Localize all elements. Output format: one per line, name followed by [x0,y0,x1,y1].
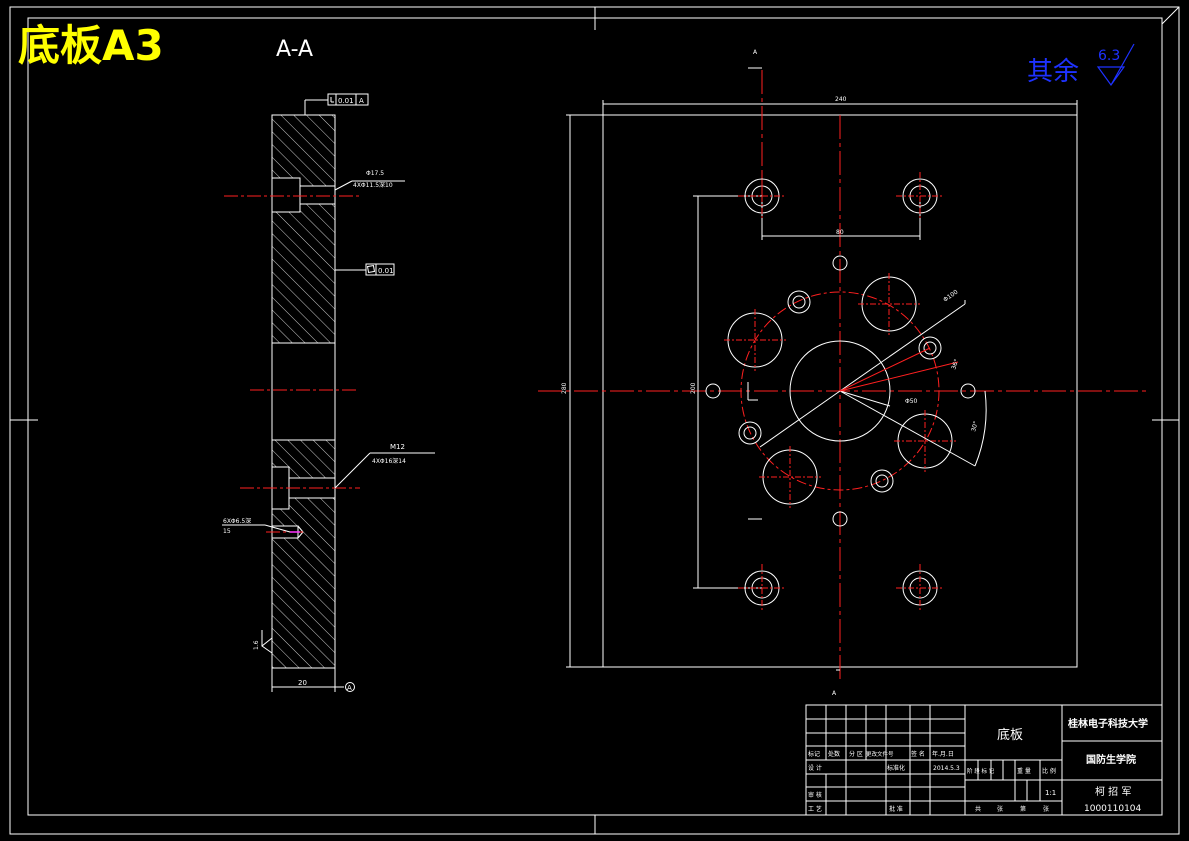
roughness-side-value: 1.6 [253,640,260,650]
top-hole-dia: Φ17.5 [366,170,384,177]
angle-36: 36° [950,358,960,370]
row-standard: 标准化 [887,764,905,772]
university-name: 桂林电子科技大学 [1067,717,1148,730]
section-upper-block [271,114,336,344]
section-label: A-A [276,37,313,62]
design-date: 2014.5.3 [933,765,960,772]
roughness-note-text: 其余 [1027,57,1079,87]
ratio-header: 比 例 [1042,767,1056,775]
cut-mark-top: A [753,49,758,56]
row-review: 审 核 [808,791,822,799]
drawing-frame [9,6,1180,835]
student-id: 1000110104 [1084,804,1142,814]
row-process: 工 艺 [808,805,822,813]
title-block [805,704,1163,816]
counterbore-top [271,177,301,213]
pcd-diameter: Φ100 [942,289,959,304]
through-hole-top [299,185,336,205]
plan-width-dim: 240 [835,96,847,103]
header-sign: 签 名 [911,750,925,758]
top-hole-spec: 4XΦ11.5深10 [353,181,393,189]
roughness-note: 其余 6.3 [1027,43,1135,87]
plan-height-dim: 280 [561,382,568,394]
cut-line [748,67,840,671]
pitch-circle [740,291,940,491]
author-name: 柯 招 军 [1095,785,1131,798]
title-block-headers: 标记 处数 分 区 更改文件号 签 名 年.月.日 设 计 标准化 审 核 工 … [808,750,1056,813]
section-view: 0.01 A 0.01 Φ17.5 4XΦ11.5深10 M12 4XΦ16深1… [222,93,435,692]
roughness-value: 6.3 [1098,48,1120,64]
flatness-tolerance-2: 0.01 [378,267,394,275]
side-hole-depth: 15 [223,528,231,535]
weight-header: 重 量 [1017,767,1031,775]
angle-30: 30° [970,420,980,432]
drawing-title: 底板A3 [18,21,164,70]
hole-spacing-y: 200 [690,382,697,394]
header-count: 处数 [828,750,840,758]
roughness-side-icon [261,630,273,654]
pin-holes [705,255,976,527]
sheet-unit-2: 张 [1043,805,1049,813]
center-hole [789,340,891,442]
header-date: 年.月.日 [932,750,954,758]
center-hole-diameter: Φ50 [905,398,918,405]
part-name: 底板 [997,727,1023,743]
flatness-tolerance: 0.01 [338,97,354,105]
header-change-doc: 更改文件号 [866,750,894,758]
stage-mark-header: 阶 段 标 记 [967,767,995,775]
side-hole-spec: 6XΦ6.5深 [223,517,251,525]
sheet-unit-1: 张 [997,805,1003,813]
flatness-datum: A [359,97,364,105]
sheet-no: 第 [1020,805,1026,813]
small-counterbored-holes [738,290,942,493]
scale-value: 1:1 [1045,789,1056,797]
roughness-symbol-icon [1096,43,1135,87]
plan-view: A A 240 280 200 80 [538,49,1148,697]
hole-spacing-x: 80 [836,229,844,236]
college-name: 国防生学院 [1086,753,1136,766]
header-mark: 标记 [808,750,820,758]
section-width-dim: 20 [298,679,307,687]
cut-mark-bottom: A [832,690,837,697]
sheet-total: 共 [975,805,981,813]
datum-label: A [347,684,352,692]
bottom-hole-thread: M12 [390,443,405,451]
bottom-hole-spec: 4XΦ16深14 [372,457,406,465]
row-approve: 批 准 [889,805,903,813]
header-zone: 分 区 [849,750,863,758]
row-design: 设 计 [808,764,822,772]
